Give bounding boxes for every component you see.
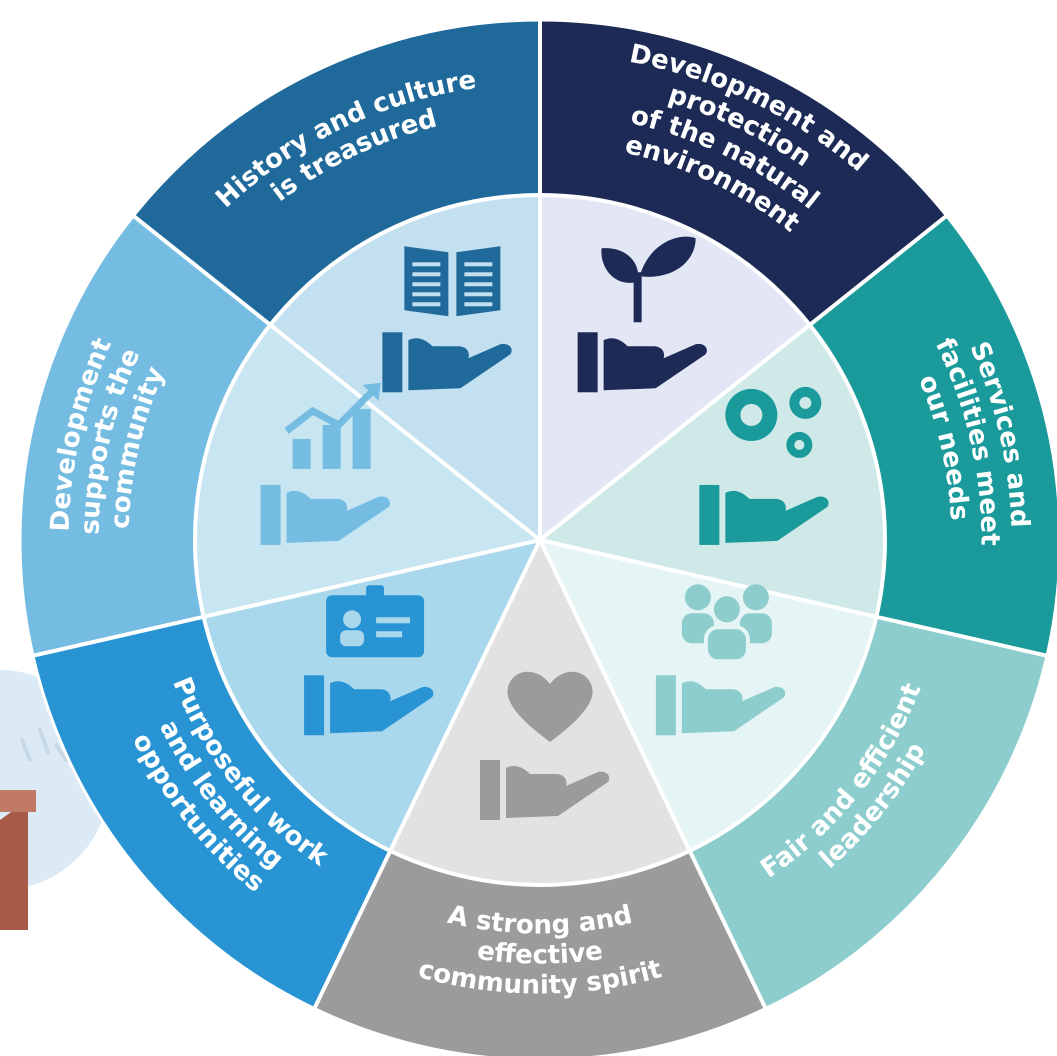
book-in-hand-icon [382,246,512,393]
sprout-in-hand-icon [577,236,707,393]
outer-segment-development-community [19,215,271,656]
segment-label-community-spirit: effective [475,936,604,971]
divider-line [130,212,542,542]
outer-segment-services-facilities [809,215,1057,656]
segment-label-line: effective [475,936,604,971]
id-card-in-hand-icon [304,585,434,736]
outer-rim [18,18,1057,1056]
icons [260,236,829,820]
heart-in-hand-icon [480,671,610,820]
divider-line [311,539,542,1012]
growth-chart-in-hand-icon [260,382,390,545]
people-in-hand-icon [655,584,786,736]
inner-segment-development-community [195,324,541,617]
outer-segment-leadership [689,616,1047,1009]
divider-line [30,538,541,659]
outer-segment-natural-environment [540,20,947,325]
gears-in-hand-icon [699,386,829,545]
outer-segment-history-culture [133,20,540,325]
dividers [18,18,1057,1056]
outer-segment-work-learning [33,616,391,1009]
inner-rim [193,193,887,887]
divider-line [538,539,769,1012]
divider-line [538,212,950,542]
outer-segment-community-spirit [314,850,766,1056]
outer-ring [19,20,1057,1056]
divider-line [539,538,1050,659]
